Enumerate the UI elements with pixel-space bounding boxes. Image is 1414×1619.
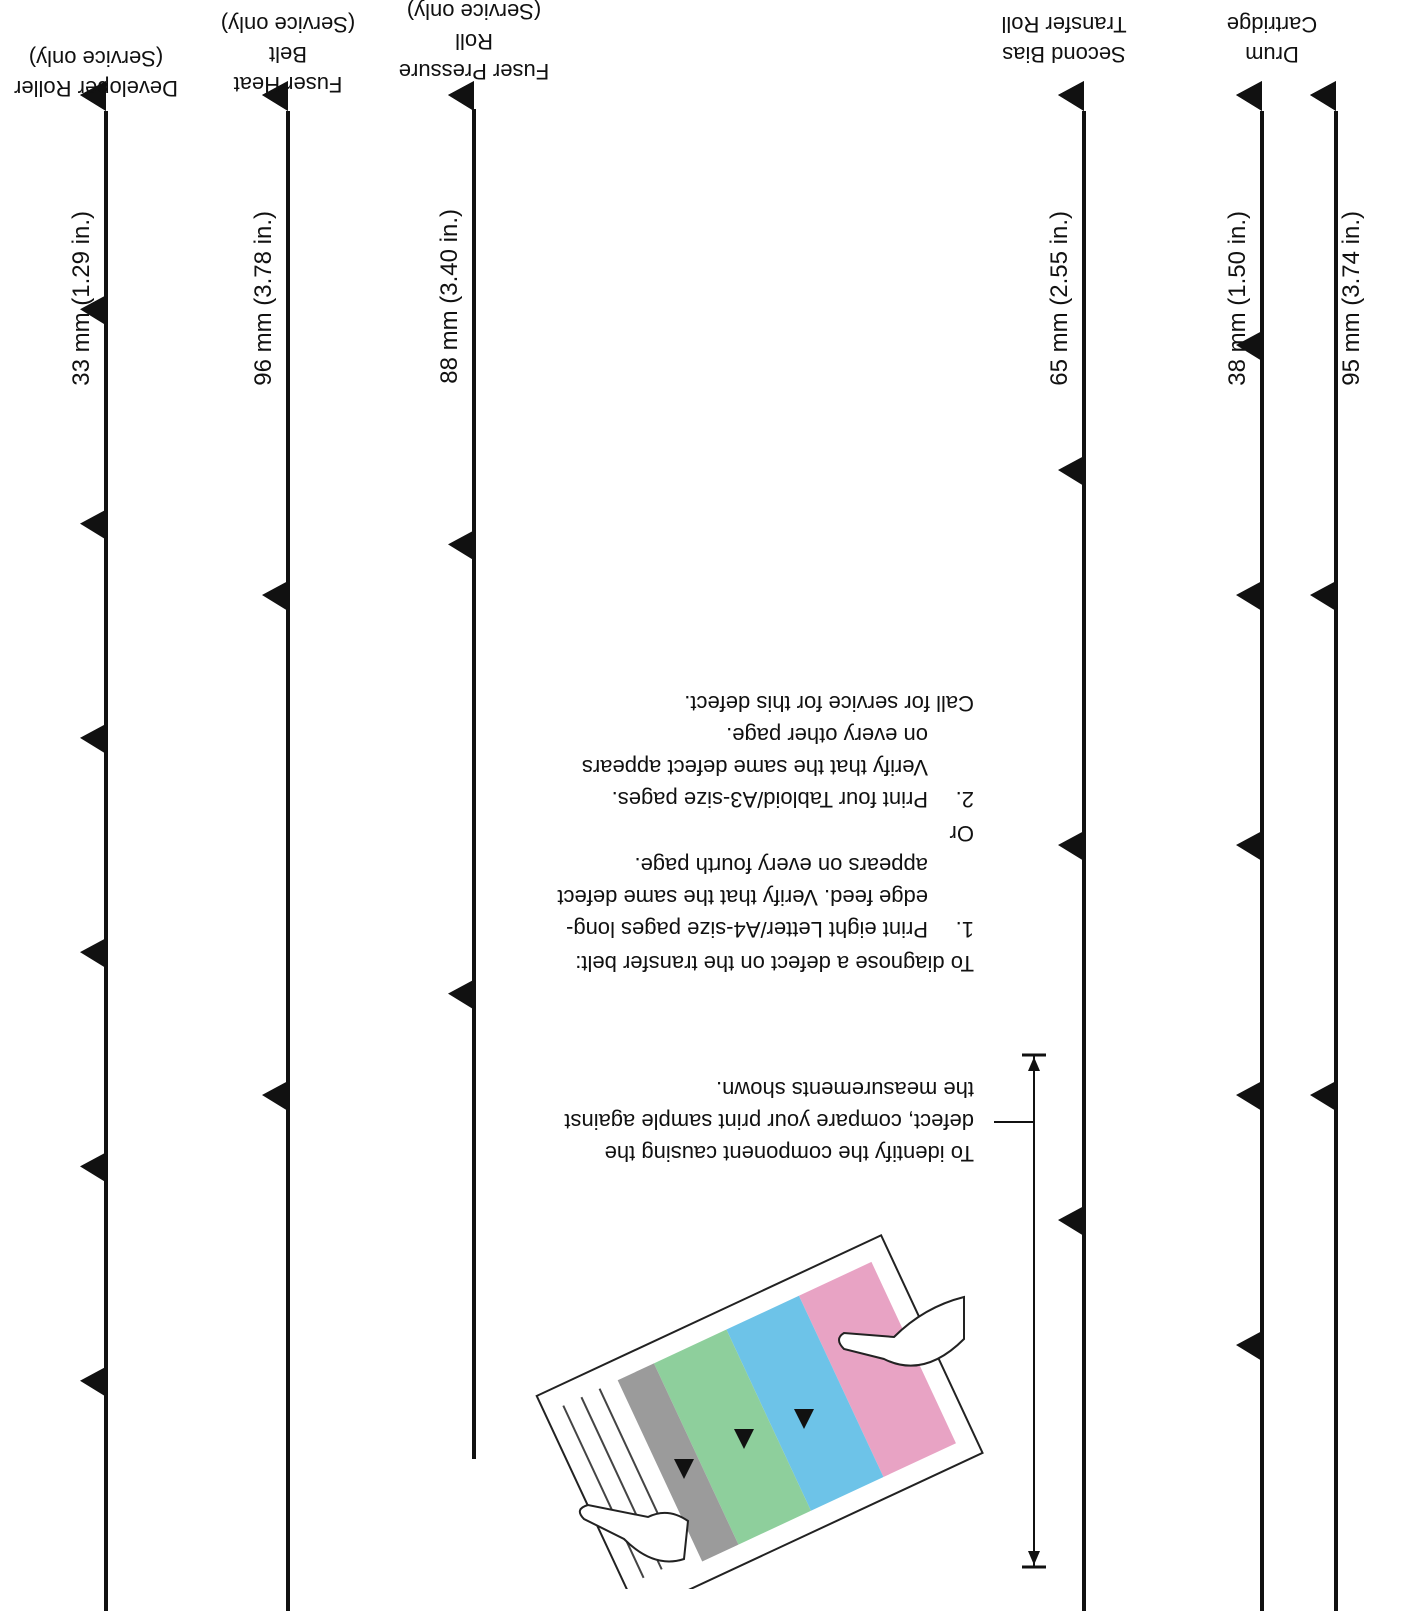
ruler-graphic [448,81,476,1459]
green-band [653,1329,811,1545]
or-label: Or [949,821,974,846]
ruler-graphic [1236,81,1264,1611]
step-text: Print four Tabloid/A3-size pages. Verify… [581,723,928,812]
ruler-tick-mark [1236,1331,1262,1361]
ruler-title: Fuser Heat Belt (Service only) [220,12,356,97]
diagnose-intro: To diagnose a defect on the transfer bel… [575,951,974,976]
ruler-tick-mark [448,979,474,1010]
ruler-graphic [1310,81,1338,1611]
ruler-title: Developer Roller (Service only) [14,46,178,101]
ruler-tick-mark [80,938,106,969]
up-arrow-icon [794,1409,814,1429]
ruler-tick-mark [1236,1081,1262,1111]
fuser-heat-belt-ruler: 96 mm (3.78 in.) Fuser Heat Belt (Servic… [188,11,355,1611]
step-1: 1. Print eight Letter/A4-size pages long… [554,849,974,945]
ruler-tick-mark [1058,1206,1084,1236]
transfer-belt-instructions: To diagnose a defect on the transfer bel… [554,687,974,979]
identify-component-text: To identify the component causing the de… [564,1077,974,1166]
print-sample-illustration [535,1234,984,1589]
up-arrow-icon [674,1459,694,1479]
ruler-length-label: 65 mm (2.55 in.) [1046,211,1073,386]
ruler-start-mark [1058,81,1084,111]
ruler-title: Drum Cartridge [1226,12,1318,67]
developer-roller-ruler: 33 mm (1.29 in.) Developer Roller (Servi… [6,11,178,1611]
ruler-tick-mark [1236,331,1262,361]
ruler-tick-mark [1058,831,1084,861]
ruler-length-label: 33 mm (1.29 in.) [68,211,95,386]
ruler-tick-mark [1236,831,1262,861]
ruler-length-label: 88 mm (3.40 in.) [436,209,463,384]
up-arrow-icon [734,1429,754,1449]
call-for-service-text: Call for service for this defect. [684,691,974,716]
ruler-start-mark [80,81,106,111]
blue-band [726,1295,884,1511]
ruler-tick-mark [80,1366,106,1397]
ruler-tick-mark [1310,581,1336,611]
ruler-graphic [262,81,290,1611]
ruler-graphic [1058,81,1086,1611]
ruler-tick-mark [80,295,106,326]
ruler-tick-mark [262,581,288,611]
fuser-pressure-roll-ruler: 88 mm (3.40 in.) Fuser Pressure Roll (Se… [374,0,549,1459]
ruler-graphic [80,81,108,1611]
hand-right [578,1503,690,1563]
ruler-tick-mark [1310,1081,1336,1111]
ruler-tick-mark [448,530,474,561]
ruler-tick-mark [80,509,106,540]
ruler-tick-mark [80,723,106,754]
drum-cartridge-95mm-ruler: 95 mm (3.74 in.) [1236,11,1396,1611]
ruler-start-mark [448,81,474,111]
step-2: 2. Print four Tabloid/A3-size pages. Ver… [554,719,974,815]
ruler-start-mark [262,81,288,111]
step-number: 2. [955,787,974,812]
ruler-start-mark [1310,81,1336,111]
ruler-tick-mark [262,1081,288,1111]
pink-band [798,1261,956,1477]
ruler-tick-mark [1236,581,1262,611]
ruler-length-label: 38 mm (1.50 in.) [1224,211,1251,386]
drum-cartridge-38mm-ruler: 38 mm (1.50 in.) Drum Cartridge [1162,11,1322,1611]
hand-left [838,1295,965,1367]
dimension-arrow [994,1053,1046,1569]
step-text: Print eight Letter/A4-size pages long-ed… [557,853,928,942]
ruler-length-label: 96 mm (3.78 in.) [250,211,277,386]
ruler-start-mark [1236,81,1262,111]
ruler-title: Second Bias Transfer Roll [1001,12,1127,67]
step-number: 1. [955,917,974,942]
ruler-length-label: 95 mm (3.74 in.) [1338,211,1365,386]
ruler-tick-mark [80,1152,106,1183]
second-bias-transfer-roll-ruler: 65 mm (2.55 in.) Second Bias Transfer Ro… [984,11,1144,1611]
ruler-tick-mark [1058,456,1084,486]
